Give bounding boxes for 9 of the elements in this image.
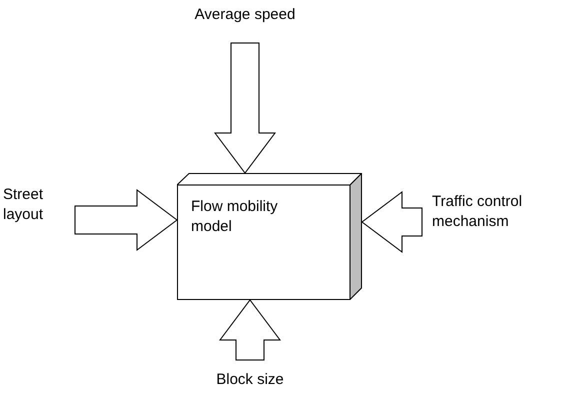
- block-arrow: [74, 189, 178, 251]
- input-label: Street layout: [3, 185, 44, 225]
- input-label: Average speed: [194, 5, 296, 25]
- block-arrow: [214, 42, 276, 174]
- input-label: Traffic control mechanism: [432, 192, 524, 232]
- block-arrow: [219, 299, 281, 360]
- box-label: Flow mobility model: [191, 197, 279, 237]
- block-arrow: [361, 191, 422, 253]
- input-label: Block size: [216, 370, 284, 390]
